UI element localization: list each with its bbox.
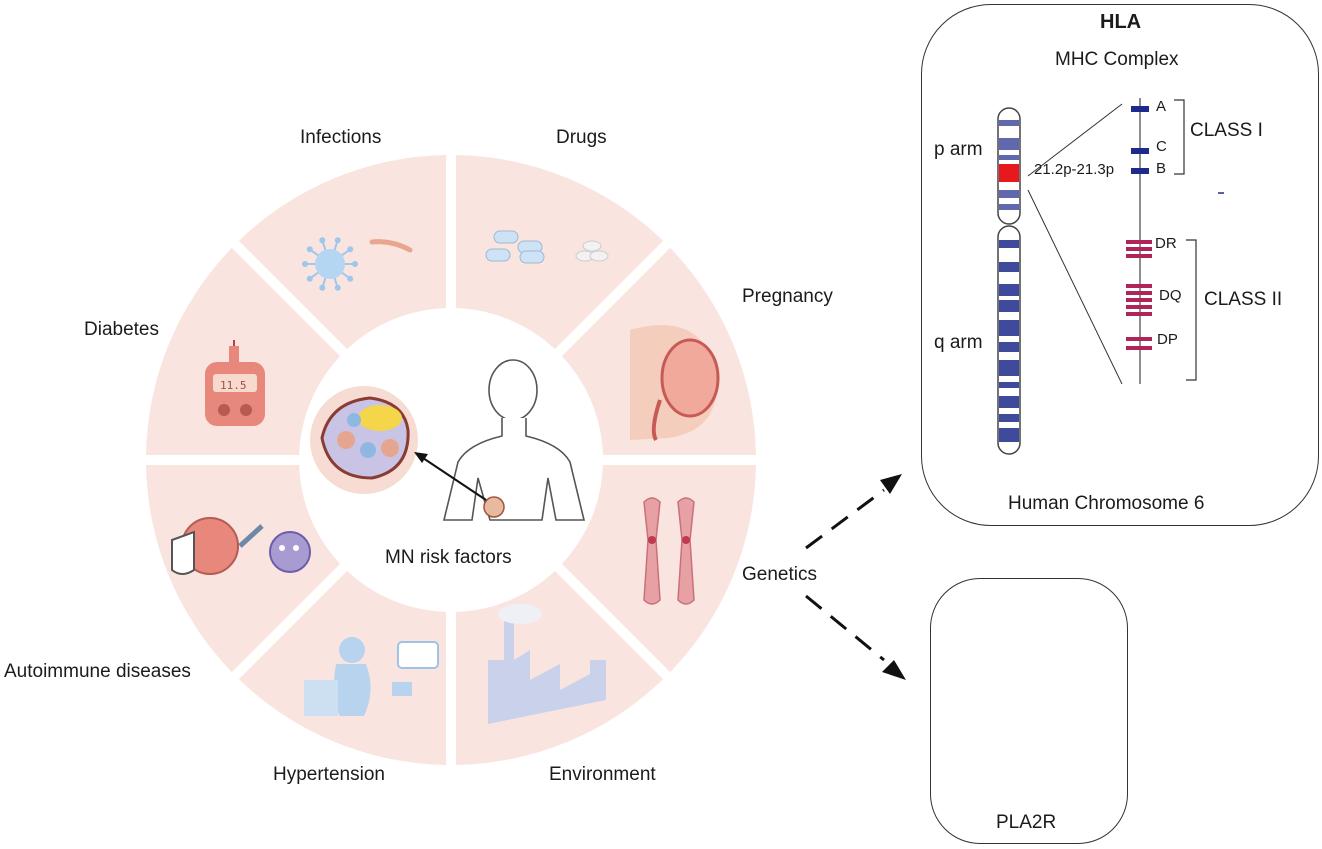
wheel-segment-infections — [455, 155, 664, 350]
gene-dp: DP — [1157, 331, 1178, 348]
gene-c: C — [1156, 138, 1167, 155]
wheel-segment-autoimmune-diseases — [146, 247, 341, 456]
band-label: 21.2p-21.3p — [1034, 161, 1115, 178]
gene-dr: DR — [1155, 235, 1177, 252]
hla-subtitle: MHC Complex — [1055, 49, 1179, 70]
glucose-reading: 11.5 — [220, 379, 247, 392]
q-arm-label: q arm — [934, 332, 983, 353]
label-genetics: Genetics — [742, 564, 817, 585]
label-drugs: Drugs — [556, 127, 607, 148]
kidney-icon — [483, 496, 505, 518]
pregnancy-icon — [630, 325, 720, 442]
virus-icon — [302, 237, 413, 291]
gene-b: B — [1156, 160, 1167, 177]
human-silhouette-icon — [442, 359, 586, 521]
hla-panel — [921, 4, 1319, 526]
p-arm-label: p arm — [934, 139, 983, 160]
wheel-segment-diabetes — [238, 155, 447, 350]
class-1-label: CLASS I — [1190, 120, 1263, 141]
label-hypertension: Hypertension — [273, 764, 385, 785]
factory-icon — [488, 604, 606, 724]
hla-title: HLA — [1100, 11, 1142, 33]
wheel-segment-hypertension — [146, 464, 341, 673]
kidney-tissue-icon — [320, 396, 410, 480]
immune-cell-icon — [171, 517, 311, 575]
pla2r-panel — [930, 578, 1128, 844]
label-pregnancy: Pregnancy — [742, 286, 833, 307]
hla-footer: Human Chromosome 6 — [1008, 493, 1205, 514]
pla2r-title: PLA2R — [996, 812, 1057, 833]
center-label: MN risk factors — [385, 547, 512, 568]
label-diabetes: Diabetes — [84, 319, 159, 340]
mhc-map — [1126, 98, 1224, 384]
label-environment: Environment — [549, 764, 656, 785]
label-infections: Infections — [300, 127, 382, 148]
chromosome-6 — [997, 103, 1123, 455]
label-autoimmune-diseases: Autoimmune diseases — [4, 661, 191, 682]
chromosome-icon — [643, 497, 695, 605]
glucose-meter-icon — [205, 340, 265, 426]
gene-dq: DQ — [1159, 287, 1182, 304]
class-2-label: CLASS II — [1204, 289, 1283, 310]
pills-icon — [485, 230, 609, 264]
wheel-segment-pregnancy — [561, 464, 756, 673]
blood-pressure-icon — [304, 637, 439, 716]
gene-a: A — [1156, 98, 1167, 115]
